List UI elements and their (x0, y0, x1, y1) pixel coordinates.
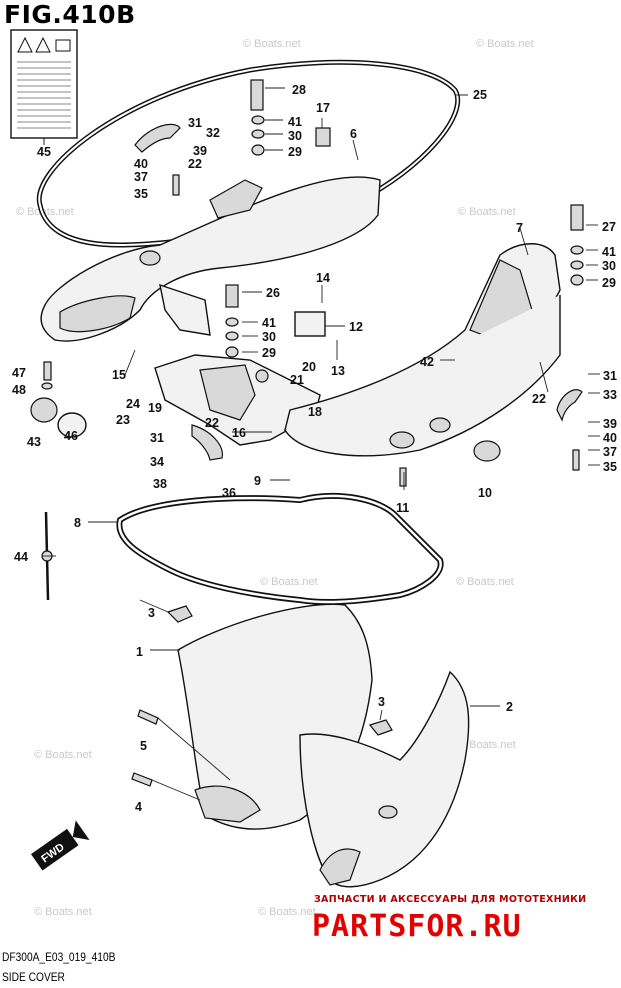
callout-39-a: 39 (193, 144, 207, 158)
callout-40-b: 40 (603, 431, 617, 445)
lower-seal-part (116, 492, 444, 606)
watermark-text: © Boats.net (476, 38, 534, 50)
callout-13: 13 (331, 364, 345, 378)
callout-30-b: 30 (602, 259, 616, 273)
figure-name: SIDE COVER (2, 970, 65, 984)
callout-37-a: 37 (134, 170, 148, 184)
callout-41-a: 41 (288, 115, 302, 129)
callout-38: 38 (153, 477, 167, 491)
callout-29-a: 29 (288, 145, 302, 159)
callout-21: 21 (290, 373, 304, 387)
watermark-text: © Boats.net (260, 576, 318, 588)
callout-labels: 28 25 17 41 30 29 6 31 32 39 40 22 37 35… (12, 83, 617, 814)
watermark-text: © Boats.net (258, 906, 316, 918)
callout-43: 43 (27, 435, 41, 449)
callout-35-a: 35 (134, 187, 148, 201)
callout-20: 20 (302, 360, 316, 374)
callout-32: 32 (206, 126, 220, 140)
callout-8: 8 (74, 516, 81, 530)
callout-3-a: 3 (148, 606, 155, 620)
callout-12: 12 (349, 320, 363, 334)
callout-4: 4 (135, 800, 142, 814)
callout-1: 1 (136, 645, 143, 659)
callout-23: 23 (116, 413, 130, 427)
watermark-text: © Boats.net (458, 739, 516, 751)
callout-48: 48 (12, 383, 26, 397)
callout-31-b: 31 (603, 369, 617, 383)
callout-17: 17 (316, 101, 330, 115)
callout-41-c: 41 (262, 316, 276, 330)
callout-29-c: 29 (262, 346, 276, 360)
callout-46: 46 (64, 429, 78, 443)
callout-2: 2 (506, 700, 513, 714)
fwd-direction-badge: FWD (30, 820, 90, 871)
callout-24: 24 (126, 397, 140, 411)
callout-22-c: 22 (205, 416, 219, 430)
callout-39-b: 39 (603, 417, 617, 431)
leader-lines (42, 87, 600, 801)
figure-title: FIG.410B (4, 0, 136, 29)
callout-30-a: 30 (288, 129, 302, 143)
callout-37-b: 37 (603, 445, 617, 459)
left-upper-cover-part (40, 176, 381, 342)
callout-31-c: 31 (150, 431, 164, 445)
callout-16: 16 (232, 426, 246, 440)
callout-41-b: 41 (602, 245, 616, 259)
callout-28: 28 (292, 83, 306, 97)
callout-3-b: 3 (378, 695, 385, 709)
watermark-text: © Boats.net (456, 576, 514, 588)
watermark-text: © Boats.net (34, 906, 92, 918)
callout-33: 33 (603, 388, 617, 402)
callout-47: 47 (12, 366, 26, 380)
callout-7: 7 (516, 221, 523, 235)
right-lower-cover-part (299, 670, 470, 888)
watermark-text: © Boats.net (458, 206, 516, 218)
callout-5: 5 (140, 739, 147, 753)
callout-34: 34 (150, 455, 164, 469)
callout-40-a: 40 (134, 157, 148, 171)
callout-15: 15 (112, 368, 126, 382)
warning-label-part (10, 29, 78, 145)
callout-19: 19 (148, 401, 162, 415)
callout-36: 36 (222, 486, 236, 500)
callout-45: 45 (37, 145, 51, 159)
callout-26: 26 (266, 286, 280, 300)
callout-44: 44 (14, 550, 28, 564)
callout-22-a: 22 (188, 157, 202, 171)
watermark-text: © Boats.net (16, 206, 74, 218)
callout-30-c: 30 (262, 330, 276, 344)
callout-18: 18 (308, 405, 322, 419)
right-upper-cover-part (284, 243, 561, 457)
callout-6: 6 (350, 127, 357, 141)
callout-31-a: 31 (188, 116, 202, 130)
small-parts (30, 79, 584, 787)
watermark-text: © Boats.net (243, 38, 301, 50)
promo-brand: PARTSFOR.RU (312, 909, 522, 944)
callout-14: 14 (316, 271, 330, 285)
callout-27: 27 (602, 220, 616, 234)
grommet-part (473, 440, 501, 462)
promo-tagline: ЗАПЧАСТИ И АКСЕССУАРЫ ДЛЯ МОТОТЕХНИКИ (314, 894, 586, 905)
callout-9: 9 (254, 474, 261, 488)
watermark-text: © Boats.net (34, 749, 92, 761)
figure-code: DF300A_E03_019_410B (2, 950, 116, 964)
callout-10: 10 (478, 486, 492, 500)
callout-11: 11 (396, 501, 409, 515)
callout-35-b: 35 (603, 460, 617, 474)
callout-42: 42 (420, 355, 434, 369)
callout-25: 25 (473, 88, 487, 102)
callout-29-b: 29 (602, 276, 616, 290)
promo-banner: ЗАПЧАСТИ И АКСЕССУАРЫ ДЛЯ МОТОТЕХНИКИ PA… (312, 894, 586, 944)
callout-22-b: 22 (532, 392, 546, 406)
